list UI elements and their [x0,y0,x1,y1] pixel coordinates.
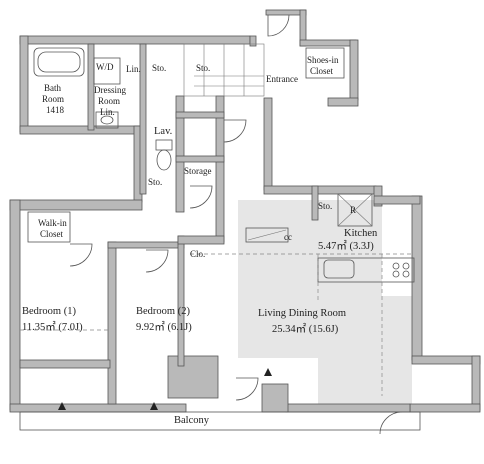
window-marker-2 [150,402,158,410]
bathtub [33,47,85,77]
window-marker-3 [264,368,272,376]
dressing-room-label-2: Room [98,96,120,106]
living-floor-highlight [238,200,412,410]
entrance-label: Entrance [266,74,298,84]
lin-top-label: Lin. [126,64,141,74]
bath-room-size: 1418 [46,105,65,115]
sto-label-2: Sto. [196,63,210,73]
bedroom-1-size: 11.35㎡ (7.0J) [22,321,83,333]
storage-label: Storage [184,166,212,176]
ceiling-dashed-lines [20,253,412,396]
dressing-lin-label: Lin. [100,107,115,117]
bedroom-2-label: Bedroom (2) [136,306,190,317]
sto-label-1: Sto. [152,63,166,73]
sto-label-4: Sto. [318,201,332,211]
cc-mark: cc [284,232,292,242]
window-marker-1 [58,402,66,410]
exterior-walls [9,9,481,431]
bedroom-2-size: 9.92㎡ (6.1J) [136,321,192,333]
wd-label: W/D [96,62,114,72]
walkin-closet-label-2: Closet [40,229,64,239]
kitchen-size: 5.47㎡ (3.3J) [318,240,374,252]
doors [69,14,403,435]
toilet [155,139,173,171]
floor-heating-mark [245,227,289,243]
shoes-closet-label: Shoes-in [307,55,339,65]
refrigerator-space [337,193,373,227]
bedroom-1-label: Bedroom (1) [22,306,76,317]
sto-label-3: Sto. [148,177,162,187]
washer-dryer-box [93,57,121,85]
vanity-sink [95,111,119,129]
shoes-closet-box [305,47,345,79]
walkin-closet-box [27,211,71,243]
kitchen-label: Kitchen [344,228,378,239]
living-dining-label: Living Dining Room [258,308,346,319]
refrigerator-label: R [350,205,356,215]
bath-room-label-2: Room [42,94,64,104]
walkin-closet-label: Walk-in [38,218,67,228]
interior-walls [19,43,319,405]
clo-label: Clo. [190,249,205,259]
dressing-room-label: Dressing [94,85,126,95]
entrance-tile-grid [183,43,265,97]
balcony-label: Balcony [174,415,210,426]
lav-label: Lav. [154,126,172,137]
shoes-closet-label-2: Closet [310,66,334,76]
bath-room-label: Bath [44,83,61,93]
living-dining-size: 25.34㎡ (15.6J) [272,323,339,335]
